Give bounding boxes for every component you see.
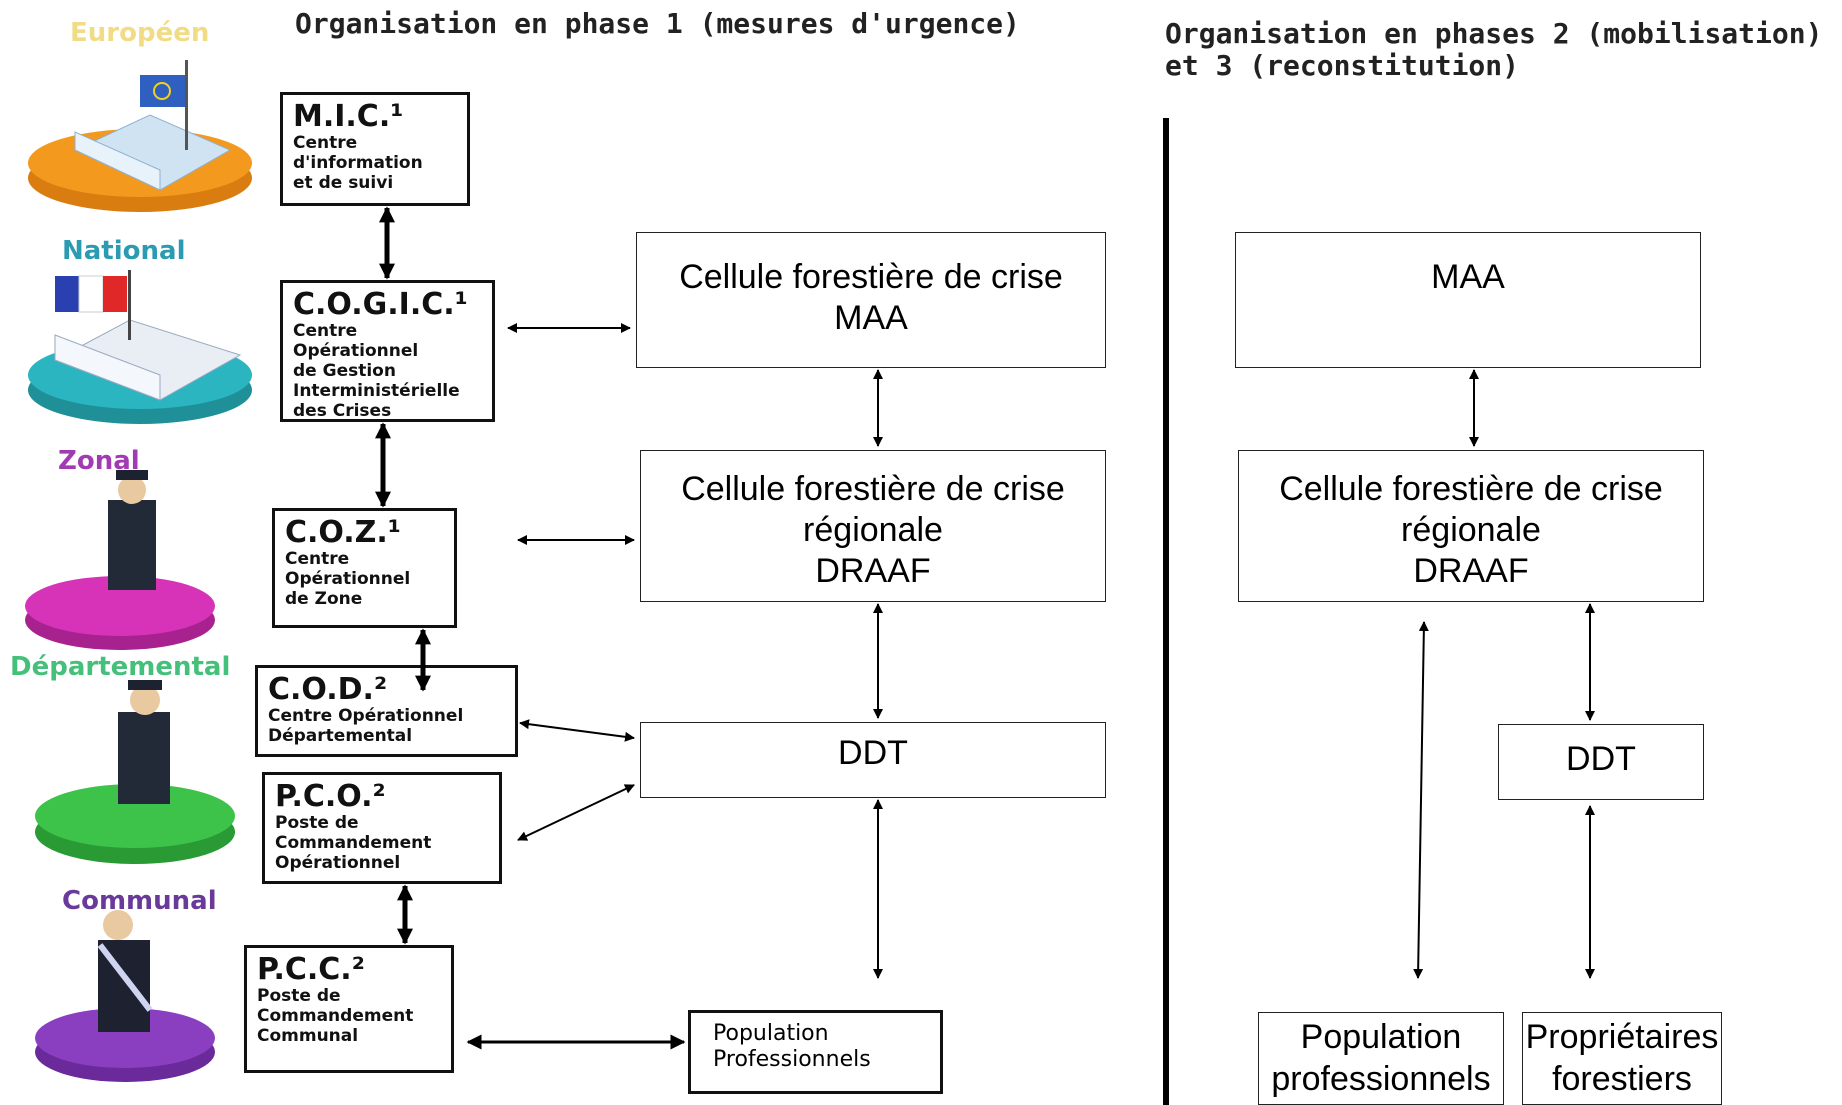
pcc-desc-3: Communal (257, 1026, 359, 1046)
pcc-desc-1: Poste de (257, 986, 341, 1006)
phase23-header-line1: Organisation en phases 2 (mobilisation) (1165, 17, 1823, 50)
cellule-maa-line2: MAA (834, 299, 908, 337)
proprietaires-box-phase23: Propriétaires forestiers (1522, 1012, 1722, 1105)
cogic-desc-3: de Gestion (293, 361, 396, 381)
coz-title: C.O.Z.¹ (285, 515, 401, 550)
level-label-departemental: Départemental (10, 652, 231, 682)
population-phase1-line1: Population (713, 1021, 829, 1046)
mic-desc-3: et de suivi (293, 173, 394, 193)
pcc-desc-2: Commandement (257, 1006, 414, 1026)
ddt-phase23-label: DDT (1566, 740, 1636, 778)
arrow-pco-ddt (517, 784, 635, 841)
cod-desc-1: Centre Opérationnel (268, 706, 464, 726)
coz-desc-1: Centre (285, 549, 350, 569)
cellule-maa-box: Cellule forestière de crise MAA (636, 232, 1106, 368)
mic-title: M.I.C.¹ (293, 99, 404, 134)
cellule-regionale-line2: régionale (803, 511, 943, 549)
cogic-title: C.O.G.I.C.¹ (293, 287, 468, 322)
cogic-box: C.O.G.I.C.¹ Centre Opérationnel de Gesti… (280, 280, 495, 422)
cogic-desc-1: Centre (293, 321, 358, 341)
cod-desc-2: Départemental (268, 726, 413, 746)
mic-box: M.I.C.¹ Centre d'information et de suivi (280, 92, 470, 206)
level-label-national: National (62, 236, 186, 266)
coz-desc-3: de Zone (285, 589, 363, 609)
coz-desc-2: Opérationnel (285, 569, 411, 589)
cellule-regionale-box: Cellule forestière de crise régionale DR… (640, 450, 1106, 602)
level-label-europeen: Européen (70, 18, 210, 48)
cellule-regionale-phase23-line3: DRAAF (1413, 552, 1529, 590)
national-building-illustration (28, 270, 252, 424)
cogic-desc-4: Interministérielle (293, 381, 460, 401)
population-box-phase23: Population professionnels (1258, 1012, 1504, 1105)
pco-desc-3: Opérationnel (275, 853, 401, 873)
maa-box-phase23: MAA (1235, 232, 1701, 368)
pco-box: P.C.O.² Poste de Commandement Opérationn… (262, 772, 502, 884)
population-phase1-line2: Professionnels (713, 1047, 871, 1072)
phase1-header: Organisation en phase 1 (mesures d'urgen… (295, 7, 1020, 40)
departemental-officer-illustration (35, 680, 235, 864)
zonal-officer-illustration (25, 470, 215, 650)
mic-desc-1: Centre (293, 133, 358, 153)
level-label-communal: Communal (62, 886, 217, 916)
ddt-box-phase1: DDT (640, 722, 1106, 798)
cellule-regionale-line1: Cellule forestière de crise (681, 470, 1065, 508)
proprietaires-phase23-line1: Propriétaires (1525, 1018, 1719, 1056)
population-phase23-line1: Population (1300, 1018, 1462, 1056)
phase23-header-line2: et 3 (reconstitution) (1165, 49, 1520, 82)
coz-box: C.O.Z.¹ Centre Opérationnel de Zone (272, 508, 457, 628)
maa-phase23-label: MAA (1431, 258, 1505, 296)
cellule-regionale-line3: DRAAF (815, 552, 931, 590)
arrow-regionale-population-phase23 (1413, 621, 1429, 979)
europeen-building-illustration (28, 60, 252, 212)
ddt-box-phase23: DDT (1498, 724, 1704, 800)
cod-box: C.O.D.² Centre Opérationnel Départementa… (255, 665, 518, 757)
population-box-phase1: Population Professionnels (688, 1010, 943, 1094)
cod-title: C.O.D.² (268, 672, 388, 707)
arrow-cod-ddt (519, 719, 635, 742)
pco-title: P.C.O.² (275, 779, 386, 814)
communal-mayor-illustration (35, 910, 215, 1082)
pco-desc-1: Poste de (275, 813, 359, 833)
cellule-maa-line1: Cellule forestière de crise (679, 258, 1063, 296)
cogic-desc-2: Opérationnel (293, 341, 419, 361)
proprietaires-phase23-line2: forestiers (1552, 1060, 1692, 1098)
pcc-box: P.C.C.² Poste de Commandement Communal (244, 945, 454, 1073)
pco-desc-2: Commandement (275, 833, 432, 853)
cellule-regionale-phase23-line2: régionale (1401, 511, 1541, 549)
population-phase23-line2: professionnels (1271, 1060, 1491, 1098)
cellule-regionale-box-phase23: Cellule forestière de crise régionale DR… (1238, 450, 1704, 602)
pcc-title: P.C.C.² (257, 952, 365, 987)
cellule-regionale-phase23-line1: Cellule forestière de crise (1279, 470, 1663, 508)
mic-desc-2: d'information (293, 153, 423, 173)
cogic-desc-5: des Crises (293, 401, 392, 421)
ddt-phase1-label: DDT (838, 734, 908, 772)
